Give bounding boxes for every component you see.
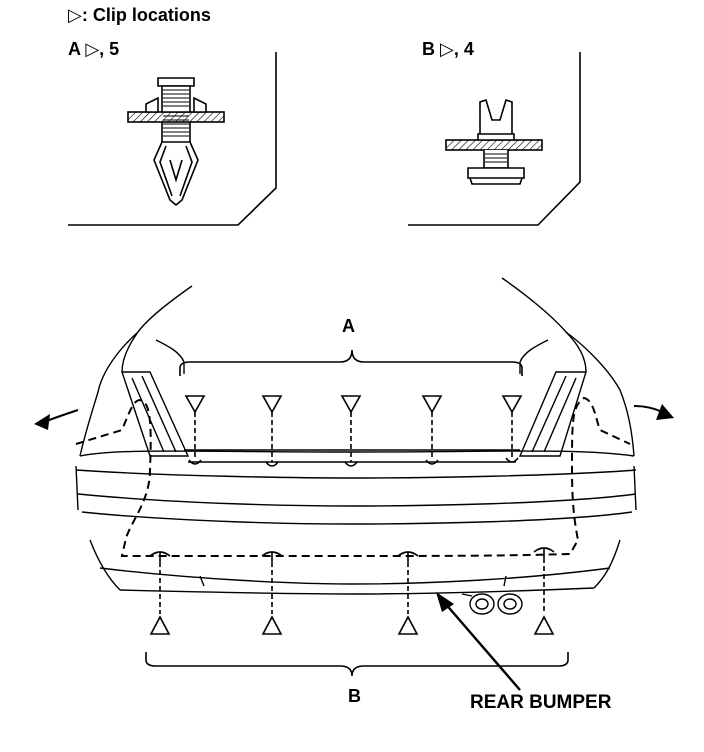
group-a-label: A: [342, 316, 355, 336]
clip-b-marker-2: [261, 551, 283, 635]
clip-b-markers: [149, 547, 555, 635]
clip-a-detail: [68, 52, 277, 226]
clip-a-marker-1: [184, 395, 206, 465]
clip-b-label: B ▷, 4: [422, 39, 474, 59]
clip-b-marker-1: [149, 551, 171, 635]
clip-b-marker-3: [397, 551, 419, 635]
detail-frame-a: [68, 52, 277, 226]
rear-bumper-label: REAR BUMPER: [470, 692, 612, 713]
rear-bumper-leader-arrow: [436, 592, 521, 691]
clip-b-detail: [408, 52, 581, 226]
car-body: [75, 277, 637, 615]
panel-section-b: [445, 139, 543, 151]
group-b-bracket: [145, 652, 569, 677]
removal-arrow-right-icon: [633, 404, 674, 420]
clip-a-marker-3: [340, 395, 362, 467]
clip-a-marker-2: [261, 395, 283, 467]
clip-b-marker-4: [533, 547, 555, 635]
group-b-label: B: [348, 686, 361, 706]
clip-location-legend: ▷: Clip locations: [68, 5, 211, 26]
group-a-bracket: [179, 349, 523, 376]
clip-a-label: A ▷, 5: [68, 39, 120, 59]
triangle-marker-icon: ▷: [68, 5, 82, 25]
clip-a-markers: [184, 395, 523, 467]
detail-frame-b: [408, 52, 581, 226]
clip-a-marker-4: [421, 395, 443, 465]
clip-a-marker-5: [501, 395, 523, 463]
bumper-removal-outline: [75, 396, 631, 557]
removal-arrow-left-icon: [34, 409, 79, 430]
legend-text: : Clip locations: [81, 5, 211, 25]
